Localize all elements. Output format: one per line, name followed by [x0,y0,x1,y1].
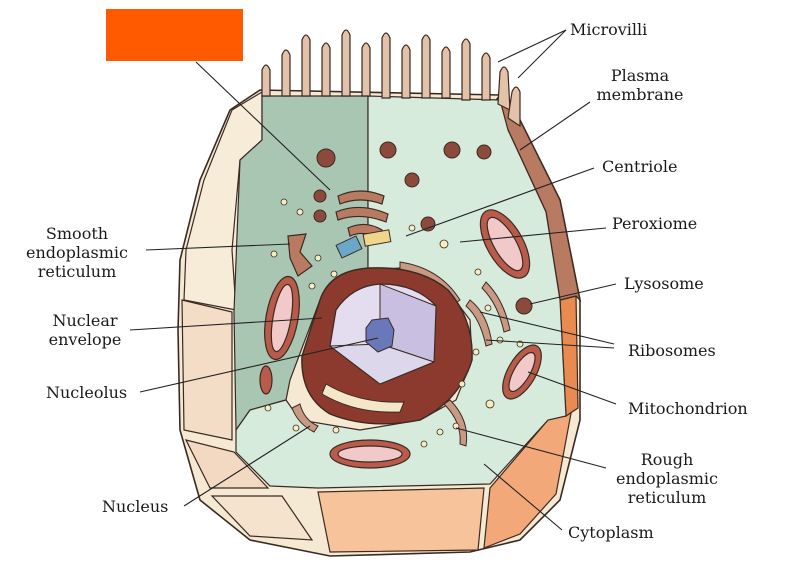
label-microvilli: Microvilli [570,20,648,39]
ribosomes [264,198,524,448]
lysosomes [313,141,533,315]
nucleus [301,267,473,425]
mitochondria [259,209,542,469]
label-lysosome: Lysosome [624,274,704,293]
label-mitochondrion: Mitochondrion [628,399,748,418]
centriole [335,229,392,259]
label-centriole: Centriole [602,157,678,176]
microvilli [261,29,521,128]
label-cytoplasm: Cytoplasm [568,523,654,542]
label-nucleolus: Nucleolus [46,383,128,402]
label-nucleus: Nucleus [102,497,169,516]
label-peroxiome: Peroxiome [612,214,698,233]
label-ribosomes: Ribosomes [628,341,716,360]
leader-lines [129,29,617,531]
redaction-block [106,9,243,61]
nucleolus-shape [365,317,395,353]
